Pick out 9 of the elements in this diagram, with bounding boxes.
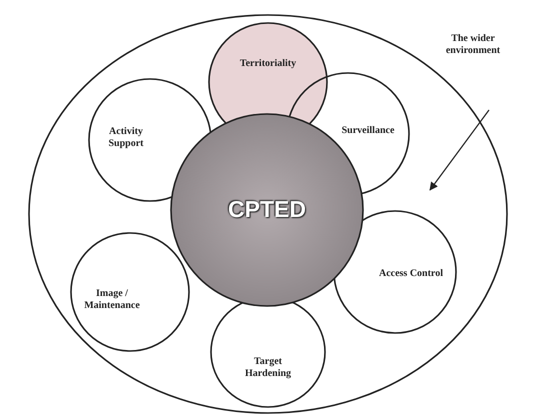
leader-arrow [430,110,490,191]
annotation-text: The wider environment [444,33,502,57]
node-label: Access Control [378,268,444,280]
node-label: Territoriality [238,58,298,70]
center-label: CPTED [228,196,306,224]
node-label: Image / Maintenance [83,288,141,312]
node-label: Target Hardening [244,356,292,380]
node-label: Activity Support [107,126,144,150]
node-label: Surveillance [340,125,396,137]
